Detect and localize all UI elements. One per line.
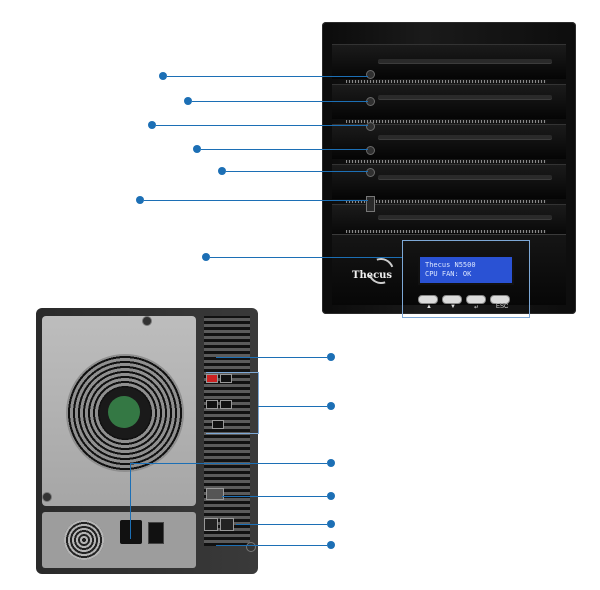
- callout-dot: [202, 253, 210, 261]
- up-arrow-icon: ▲: [426, 304, 432, 310]
- callout-line: [144, 200, 368, 201]
- callout-line: [216, 357, 327, 358]
- bay-vent: [346, 80, 546, 83]
- bay-vent: [346, 230, 546, 233]
- serial-port[interactable]: [206, 488, 224, 500]
- callout-line: [201, 149, 368, 150]
- lcd-panel: Thecus N5500 CPU FAN: OK: [332, 234, 566, 305]
- power-switch[interactable]: [148, 522, 164, 544]
- callout-dot: [327, 459, 335, 467]
- nas-rear-view: [36, 308, 258, 574]
- lcd-up-button[interactable]: [418, 295, 438, 304]
- callout-line: [236, 524, 327, 525]
- power-socket[interactable]: [120, 520, 142, 544]
- callout-dot: [327, 541, 335, 549]
- callout-line: [258, 406, 327, 407]
- bay-vent: [346, 120, 546, 123]
- callout-line: [226, 171, 368, 172]
- screw: [42, 492, 52, 502]
- lcd-line-1: Thecus N5500: [425, 261, 476, 269]
- screw: [246, 542, 256, 552]
- usb-port[interactable]: [220, 400, 232, 409]
- enter-icon: ↵: [474, 305, 480, 311]
- usb-port[interactable]: [220, 374, 232, 383]
- power-button-icon[interactable]: [366, 70, 375, 79]
- rear-vent: [204, 316, 250, 546]
- callout-dot: [218, 167, 226, 175]
- callout-line: [216, 545, 327, 546]
- usb-copy-button-icon[interactable]: [366, 168, 375, 177]
- usb-port[interactable]: [212, 420, 224, 429]
- usb-port[interactable]: [206, 400, 218, 409]
- lcd-line-2: CPU FAN: OK: [425, 270, 472, 278]
- callout-dot: [327, 402, 335, 410]
- psu-fan-icon: [64, 520, 104, 560]
- front-usb-port[interactable]: [366, 196, 375, 212]
- lcd-callout-frame: [402, 240, 530, 318]
- esata-port[interactable]: [206, 374, 218, 383]
- callout-dot: [184, 97, 192, 105]
- lan-led-icon: [366, 146, 375, 155]
- callout-dot: [327, 353, 335, 361]
- callout-line: [192, 101, 368, 102]
- callout-dot: [327, 492, 335, 500]
- lan-port[interactable]: [220, 518, 234, 531]
- callout-line: [210, 257, 402, 258]
- callout-line: [222, 496, 327, 497]
- lcd-enter-button[interactable]: [466, 295, 486, 304]
- esc-label: ESC: [496, 304, 509, 310]
- nas-front-view: Thecus N5500 CPU FAN: OK ▲ ▼ ↵ ESC Thecu…: [322, 22, 576, 314]
- callout-line: [130, 463, 327, 464]
- callout-dot: [159, 72, 167, 80]
- thecus-logo: Thecus: [352, 270, 393, 281]
- down-arrow-icon: ▼: [450, 304, 456, 310]
- fan-hub: [108, 396, 140, 428]
- usb-callout-bracket: [206, 372, 259, 434]
- callout-line: [156, 125, 368, 126]
- wan-port[interactable]: [204, 518, 218, 531]
- screw: [142, 316, 152, 326]
- callout-dot: [136, 196, 144, 204]
- callout-line: [167, 76, 368, 77]
- wan-led-icon: [366, 122, 375, 131]
- bay-vent: [346, 160, 546, 163]
- bay-vent: [346, 200, 546, 203]
- callout-dot: [148, 121, 156, 129]
- callout-dot: [327, 520, 335, 528]
- callout-line: [130, 463, 131, 539]
- lcd-display: Thecus N5500 CPU FAN: OK: [418, 255, 514, 285]
- lcd-down-button[interactable]: [442, 295, 462, 304]
- drive-bay-2: [332, 84, 566, 119]
- callout-dot: [193, 145, 201, 153]
- lcd-esc-button[interactable]: [490, 295, 510, 304]
